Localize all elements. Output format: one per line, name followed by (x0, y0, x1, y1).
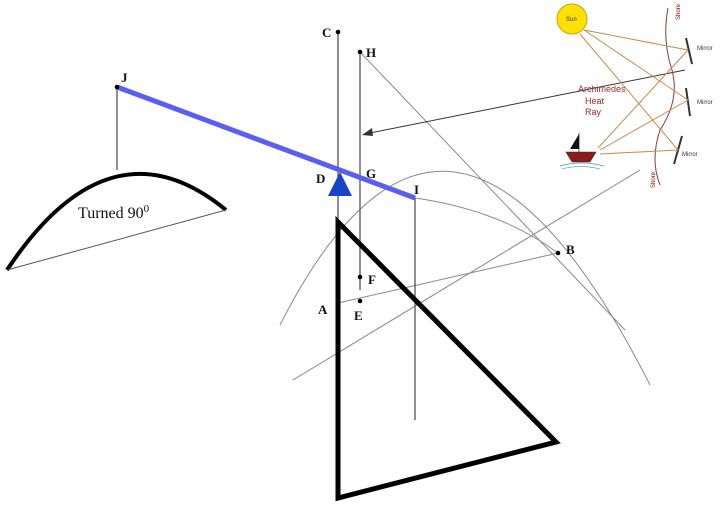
point-dot-c (335, 29, 341, 35)
label-f: F (368, 272, 376, 287)
shore-label-top: Shore (676, 3, 682, 20)
chord-e-b (337, 252, 559, 304)
label-b: B (566, 242, 575, 257)
point-dot-e (357, 298, 363, 304)
mirror-1-shape (685, 37, 693, 65)
label-j: J (121, 70, 128, 85)
ship-icon (559, 133, 605, 170)
line-a-b (292, 169, 641, 381)
pointer-arrow-head (362, 128, 373, 136)
inset-title-line3: Ray (585, 107, 602, 117)
pointer-arrow-line (369, 69, 686, 134)
mirror-3-label: Mirror (682, 152, 698, 158)
point-dot-b (555, 250, 561, 256)
heat-rays (579, 29, 689, 155)
sun-label: Sun (566, 17, 577, 23)
shore-line (654, 7, 675, 186)
mirror-2-label: Mirror (697, 100, 713, 106)
heat-ray-inset: Sun Shore Shore Mirror Mirror Mirror Arc… (556, 3, 713, 188)
sun-icon (556, 3, 588, 35)
lever-beam (116, 84, 416, 201)
point-dot-f (357, 274, 363, 280)
turned-caption: Turned 900 (78, 203, 150, 222)
label-h: H (366, 45, 376, 60)
mirror-1-label: Mirror (697, 46, 713, 52)
triangle-shape (335, 215, 561, 502)
inset-title-line2: Heat (585, 96, 605, 106)
fulcrum-triangle (328, 172, 352, 196)
line-h-b (359, 51, 626, 331)
curve-i-b (414, 197, 559, 254)
inset-title-line1: Archimedes (578, 84, 626, 94)
label-c: C (322, 25, 331, 40)
shore-label-bottom: Shore (651, 171, 657, 188)
label-e: E (354, 308, 363, 323)
turned-parabola-chord (6, 209, 227, 271)
label-a: A (318, 302, 328, 317)
label-d: D (316, 171, 325, 186)
parabola-curve (279, 170, 651, 386)
label-g: G (366, 166, 376, 181)
point-dot-h (357, 49, 363, 55)
label-i: I (414, 182, 419, 197)
turned-parabola (5, 171, 228, 272)
point-dot-j (114, 84, 120, 90)
mirror-2-shape (685, 87, 691, 117)
